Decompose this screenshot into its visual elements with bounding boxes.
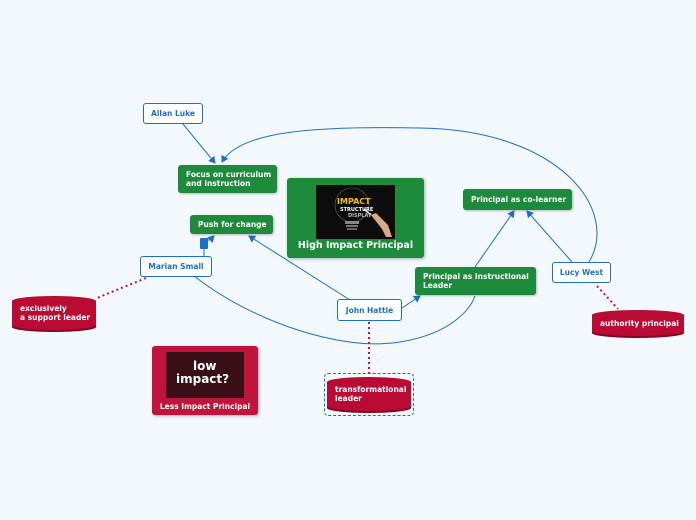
- link-allan-focus: [183, 124, 215, 163]
- node-lucy-west[interactable]: Lucy West: [552, 262, 611, 283]
- less-impact-caption: Less Impact Principal: [152, 402, 258, 411]
- low-word: low: [193, 359, 216, 373]
- impact-word: IMPACT: [337, 197, 371, 206]
- link-john-instructional: [402, 296, 420, 308]
- node-label-line2: leader: [335, 394, 406, 403]
- node-label: Allan Luke: [151, 109, 195, 118]
- link-marian-exclusively: [97, 278, 146, 298]
- node-label-line1: exclusively: [20, 304, 90, 313]
- node-marian-small[interactable]: Marian Small: [140, 256, 212, 277]
- node-label-line2: Leader: [423, 281, 529, 290]
- node-label: Marian Small: [148, 262, 203, 271]
- node-label: Lucy West: [560, 268, 603, 277]
- node-label-line1: Principal as Instructional: [423, 272, 529, 281]
- node-less-impact-principal[interactable]: low impact? Less Impact Principal: [152, 346, 258, 415]
- node-label: Push for change: [198, 220, 267, 229]
- impact-question-word: impact?: [176, 372, 229, 386]
- node-focus-curriculum[interactable]: Focus on curriculum and instruction: [178, 165, 277, 193]
- node-high-impact-principal[interactable]: IMPACT STRUCTURE DISPLAY High Impact Pri…: [287, 178, 424, 258]
- marian-handle-icon: [200, 238, 208, 249]
- node-exclusively-support[interactable]: exclusively a support leader: [12, 296, 96, 330]
- node-push-for-change[interactable]: Push for change: [190, 215, 273, 234]
- link-lucy-authority: [597, 286, 618, 309]
- high-impact-caption: High Impact Principal: [287, 240, 424, 251]
- low-impact-image: low impact?: [166, 352, 244, 398]
- node-label-line2: and instruction: [186, 179, 271, 188]
- link-instructional-colearner: [475, 211, 514, 267]
- node-principal-instructional[interactable]: Principal as Instructional Leader: [415, 267, 536, 295]
- node-john-hattie[interactable]: John Hattie: [337, 299, 402, 321]
- link-lucy-colearner: [527, 211, 572, 262]
- node-label-line1: Focus on curriculum: [186, 170, 271, 179]
- node-label-line1: transformational: [335, 385, 406, 394]
- node-principal-colearner[interactable]: Principal as co-learner: [463, 189, 572, 210]
- node-allan-luke[interactable]: Allan Luke: [143, 103, 203, 124]
- node-label-line2: a support leader: [20, 313, 90, 322]
- display-word: DISPLAY: [348, 213, 371, 219]
- node-transformational-leader[interactable]: transformational leader: [327, 377, 411, 411]
- impact-bulb-image: IMPACT STRUCTURE DISPLAY: [316, 185, 395, 239]
- node-label: authority principal: [600, 319, 679, 328]
- node-label: Principal as co-learner: [471, 195, 566, 204]
- node-label: John Hattie: [346, 306, 393, 315]
- node-authority-principal[interactable]: authority principal: [592, 310, 684, 336]
